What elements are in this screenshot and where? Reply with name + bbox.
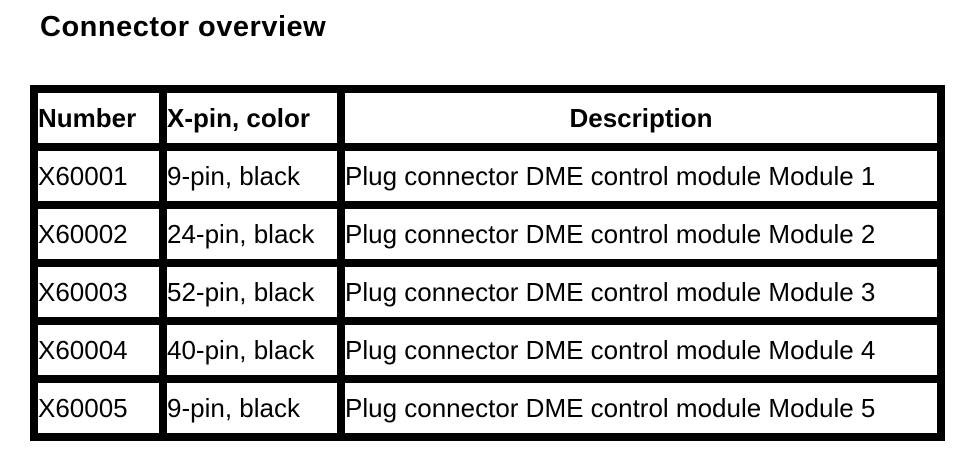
table-header-row: Number X-pin, color Description [30, 85, 945, 151]
cell-number: X60001 [30, 143, 167, 209]
cell-number: X60004 [30, 317, 167, 383]
column-header-pin-color: X-pin, color [159, 85, 345, 151]
column-header-description: Description [337, 85, 945, 151]
cell-pin-color: 52-pin, black [159, 259, 345, 325]
page-title: Connector overview [40, 11, 327, 43]
table-row: X60002 24-pin, black Plug connector DME … [30, 201, 945, 267]
cell-pin-color: 9-pin, black [159, 375, 345, 441]
cell-pin-color: 24-pin, black [159, 201, 345, 267]
cell-number: X60003 [30, 259, 167, 325]
cell-description: Plug connector DME control module Module… [337, 259, 945, 325]
cell-description: Plug connector DME control module Module… [337, 317, 945, 383]
cell-pin-color: 40-pin, black [159, 317, 345, 383]
connector-overview-table: Number X-pin, color Description X60001 9… [30, 85, 945, 441]
cell-description: Plug connector DME control module Module… [337, 375, 945, 441]
cell-number: X60005 [30, 375, 167, 441]
table-row: X60004 40-pin, black Plug connector DME … [30, 317, 945, 383]
cell-description: Plug connector DME control module Module… [337, 143, 945, 209]
cell-pin-color: 9-pin, black [159, 143, 345, 209]
column-header-number: Number [30, 85, 167, 151]
cell-number: X60002 [30, 201, 167, 267]
table-row: X60005 9-pin, black Plug connector DME c… [30, 375, 945, 441]
cell-description: Plug connector DME control module Module… [337, 201, 945, 267]
table-row: X60003 52-pin, black Plug connector DME … [30, 259, 945, 325]
document-page: Connector overview Number X-pin, color D… [0, 10, 960, 441]
table-row: X60001 9-pin, black Plug connector DME c… [30, 143, 945, 209]
